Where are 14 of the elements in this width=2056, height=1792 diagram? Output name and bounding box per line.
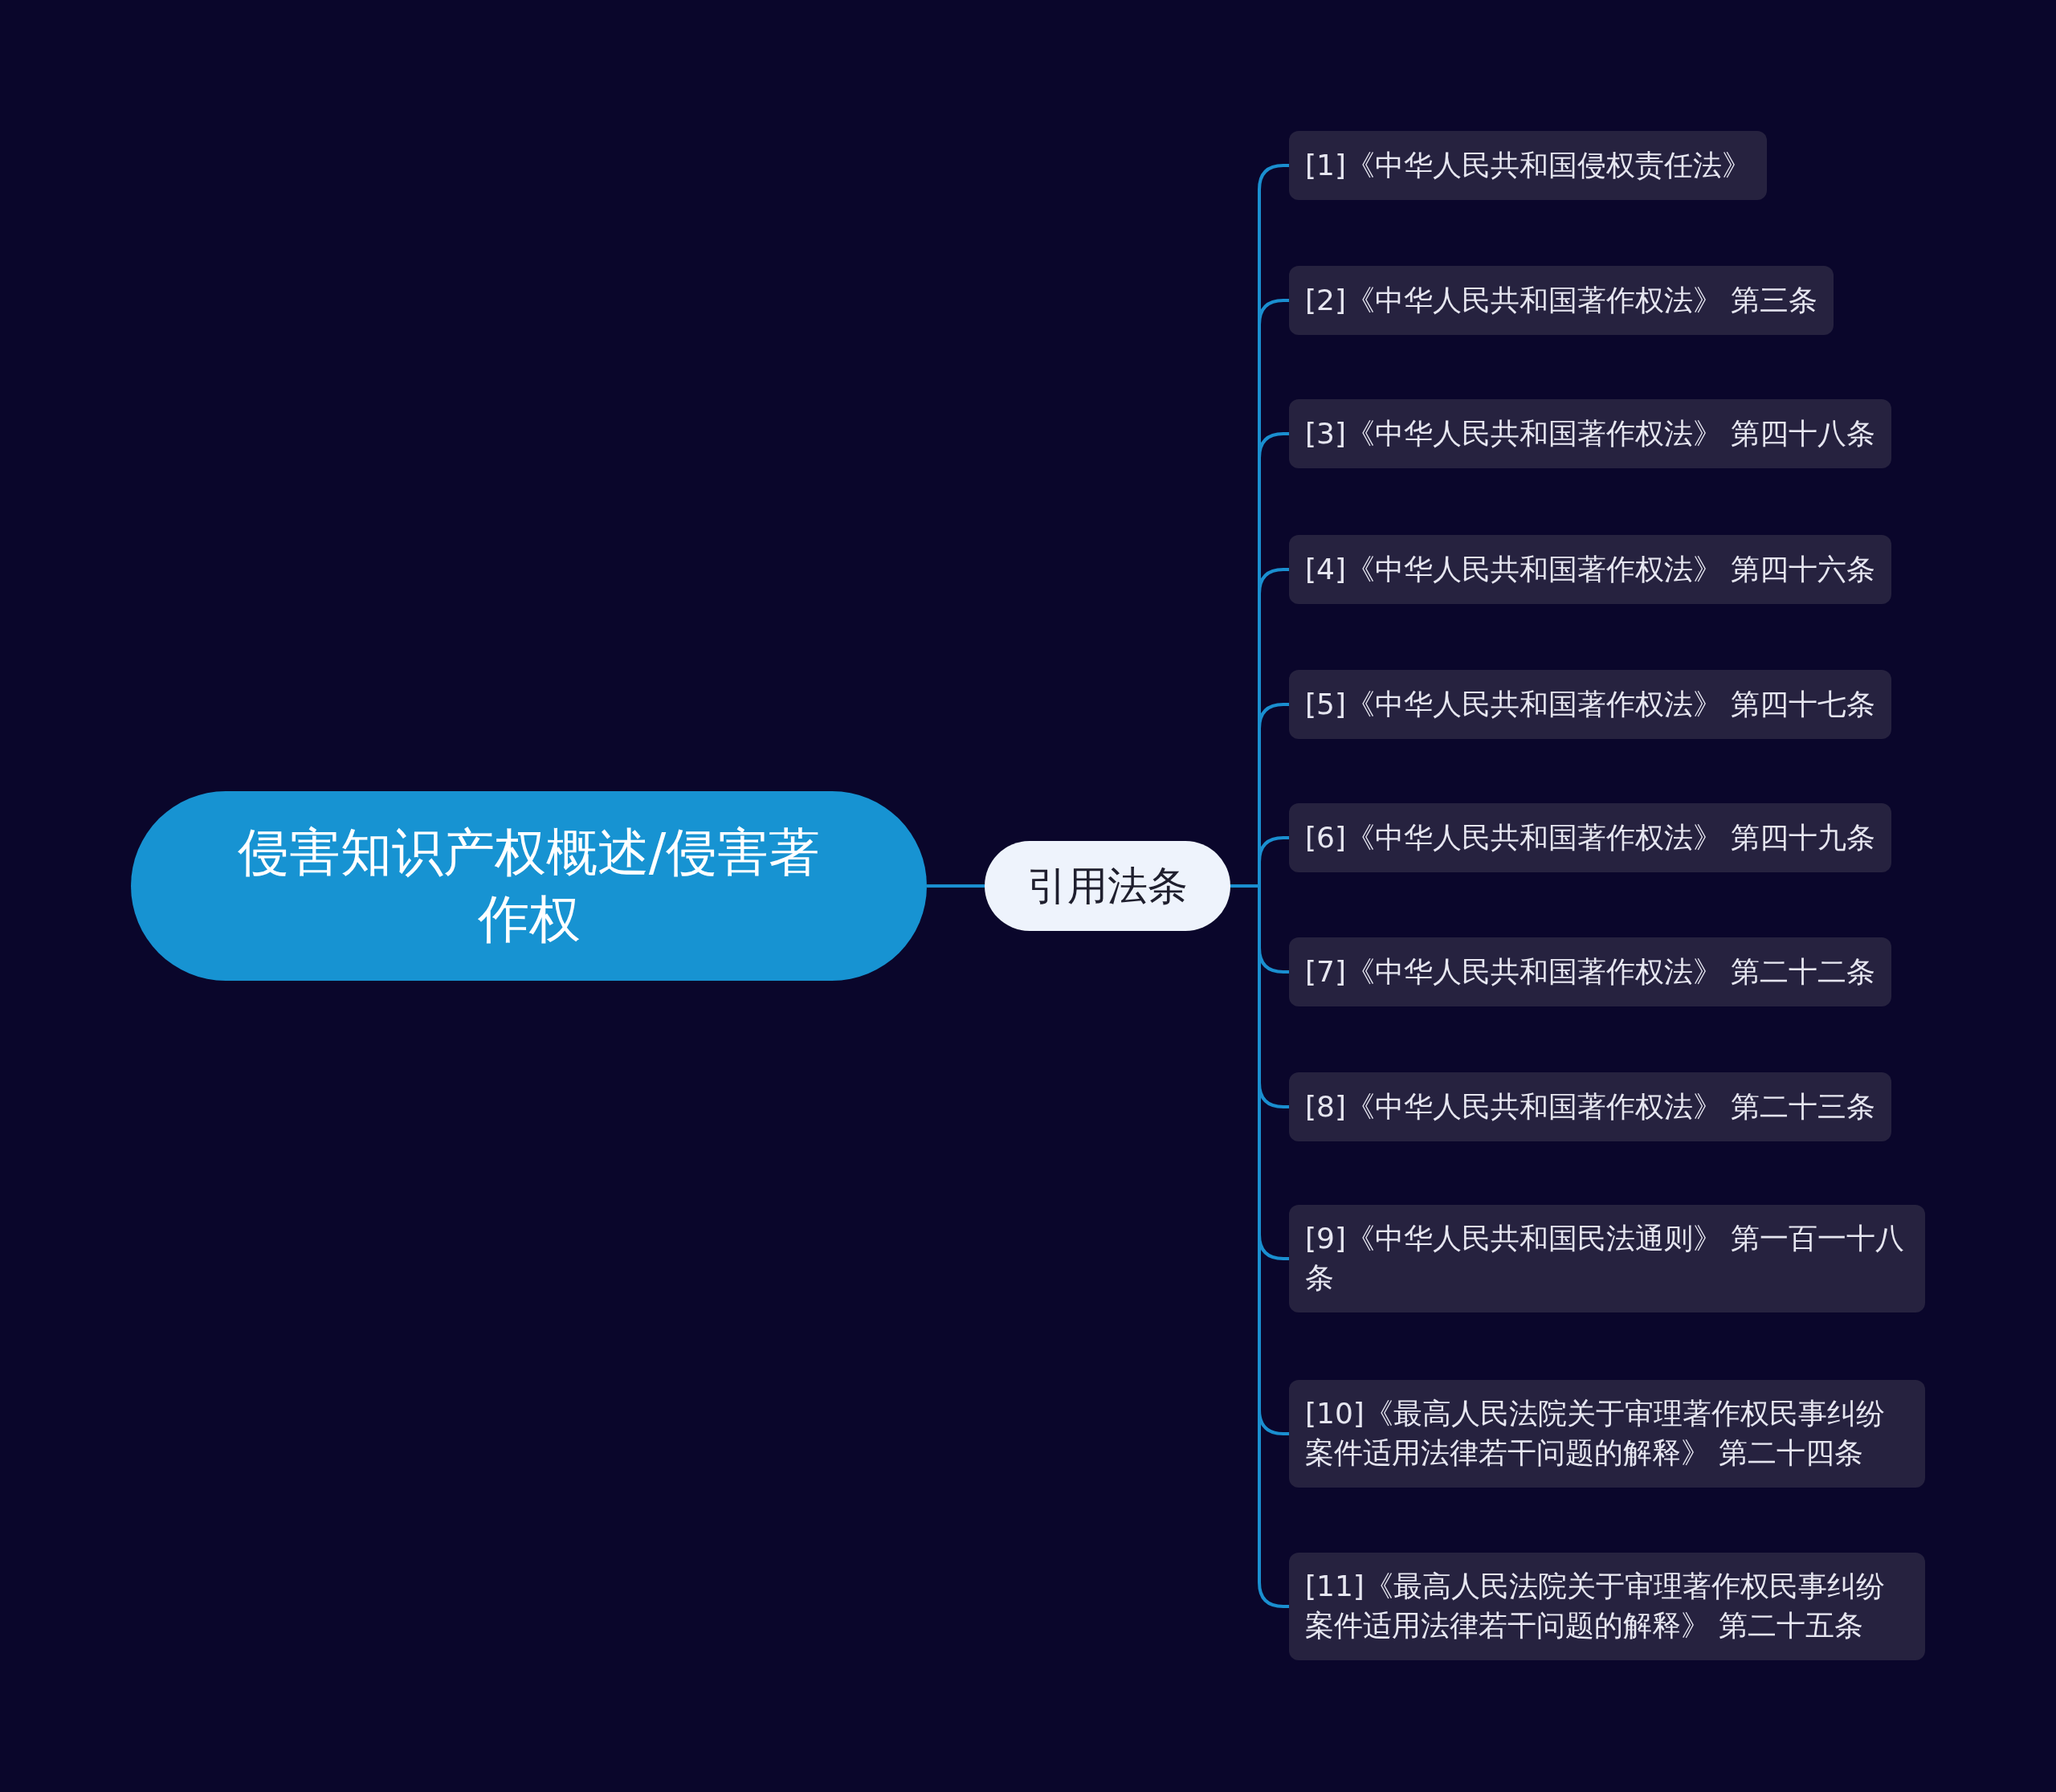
root-topic: 侵害知识产权概述/侵害著作权 xyxy=(131,791,927,981)
citation-item: [11]《最高人民法院关于审理著作权民事纠纷案件适用法律若干问题的解释》 第二十五条 xyxy=(1289,1553,1925,1660)
citation-item: [9]《中华人民共和国民法通则》 第一百一十八条 xyxy=(1289,1205,1925,1312)
citation-item: [5]《中华人民共和国著作权法》 第四十七条 xyxy=(1289,670,1892,739)
citation-item: [8]《中华人民共和国著作权法》 第二十三条 xyxy=(1289,1072,1892,1141)
citation-item: [6]《中华人民共和国著作权法》 第四十九条 xyxy=(1289,803,1892,872)
citation-item: [7]《中华人民共和国著作权法》 第二十二条 xyxy=(1289,937,1892,1006)
citation-item: [1]《中华人民共和国侵权责任法》 xyxy=(1289,131,1767,200)
citation-item: [3]《中华人民共和国著作权法》 第四十八条 xyxy=(1289,399,1892,468)
citation-item: [2]《中华人民共和国著作权法》 第三条 xyxy=(1289,266,1834,335)
connector xyxy=(927,884,985,888)
citation-item: [10]《最高人民法院关于审理著作权民事纠纷案件适用法律若干问题的解释》 第二十四条 xyxy=(1289,1380,1925,1488)
branch-topic: 引用法条 xyxy=(985,841,1230,931)
citation-item: [4]《中华人民共和国著作权法》 第四十六条 xyxy=(1289,535,1892,604)
